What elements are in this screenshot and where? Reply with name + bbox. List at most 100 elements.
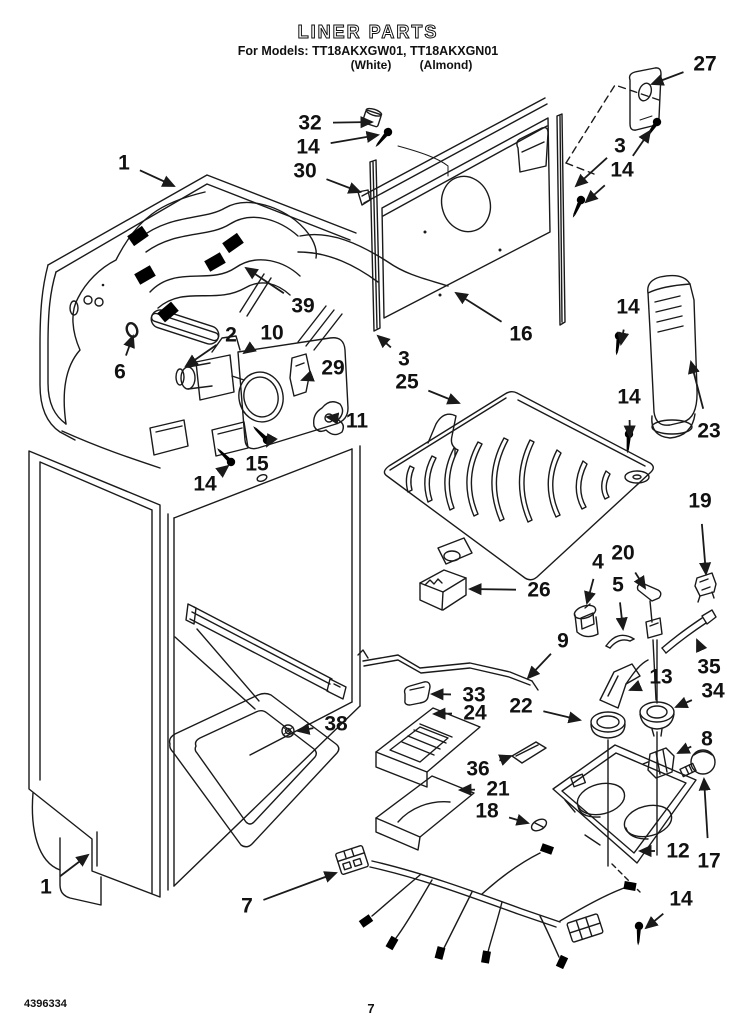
callout-label-20: 20 <box>611 542 634 565</box>
part-22-ring <box>590 711 626 739</box>
page-title: LINER PARTS <box>298 22 439 42</box>
part-39-wiring-harness <box>127 201 449 323</box>
callout-label-6: 6 <box>114 361 126 384</box>
callout-label-1: 1 <box>40 876 52 899</box>
callout-label-19: 19 <box>688 490 711 513</box>
callout-leader-1 <box>139 169 176 187</box>
callout-leader-1 <box>59 853 90 878</box>
callout-leader-14 <box>617 329 630 346</box>
callout-label-3: 3 <box>614 135 626 158</box>
callout-label-14: 14 <box>669 888 693 911</box>
callout-label-38: 38 <box>324 713 348 736</box>
callout-label-35: 35 <box>697 656 721 679</box>
callout-label-2: 2 <box>225 324 237 347</box>
callout-label-22: 22 <box>509 695 532 718</box>
callout-leader-13 <box>628 679 643 692</box>
callout-leader-29 <box>300 370 315 382</box>
part-5-clip <box>605 634 635 649</box>
callout-label-5: 5 <box>612 574 624 597</box>
color-variant-almond: (Almond) <box>420 58 473 72</box>
doc-number: 4396334 <box>24 998 68 1010</box>
part-13-bracket <box>599 659 649 709</box>
callout-leader-18 <box>508 813 530 826</box>
part-26-block <box>419 569 467 611</box>
callout-label-14: 14 <box>193 473 217 496</box>
callout-label-26: 26 <box>527 579 550 602</box>
callout-leader-9 <box>526 653 552 680</box>
callout-leader-20 <box>633 571 647 590</box>
part-21-duct-block <box>375 775 475 851</box>
part-16-evaporator-cover <box>357 97 587 332</box>
callout-leader-34 <box>674 696 693 709</box>
callout-leader-14 <box>215 464 230 478</box>
part-19-clip <box>694 572 717 603</box>
callout-leader-22 <box>543 710 582 724</box>
callout-label-39: 39 <box>291 295 314 318</box>
part-33-retainer <box>403 681 431 706</box>
callout-leader-16 <box>454 291 503 323</box>
callout-label-8: 8 <box>701 728 713 751</box>
callout-leader-8 <box>676 742 692 754</box>
part-25-deflector-panel <box>383 391 654 581</box>
callout-leader-35 <box>696 638 708 653</box>
models-line: For Models: TT18AKXGW01, TT18AKXGN01 <box>238 44 499 58</box>
part-17-light-bulb <box>679 749 716 778</box>
callout-leader-3 <box>376 334 392 349</box>
callout-label-34: 34 <box>701 680 725 703</box>
part-4-thermostat <box>573 603 599 638</box>
callout-label-36: 36 <box>466 758 489 781</box>
callout-leader-15 <box>266 433 278 448</box>
part-35-bracket <box>661 609 717 654</box>
callout-leader-aux <box>632 129 652 157</box>
callout-leader-32 <box>332 116 375 129</box>
part-34-funnel <box>639 701 675 737</box>
callout-leader-14 <box>330 130 380 145</box>
callout-label-14: 14 <box>616 296 640 319</box>
callout-leader-27 <box>650 71 684 86</box>
callout-label-13: 13 <box>649 666 672 689</box>
callout-label-16: 16 <box>509 323 532 346</box>
callout-leader-10 <box>242 341 257 355</box>
callout-leader-2 <box>184 344 218 368</box>
callout-label-25: 25 <box>395 371 419 394</box>
callout-leader-19 <box>699 523 712 577</box>
callout-leader-25 <box>427 389 461 405</box>
part-7-wiring-harness <box>335 843 637 970</box>
part-9-tube <box>357 649 539 691</box>
callout-label-24: 24 <box>463 702 487 725</box>
callout-label-4: 4 <box>592 551 604 574</box>
part-1-liner-cabinet <box>28 445 361 906</box>
callout-leader-14 <box>644 912 664 930</box>
callout-leader-38 <box>296 722 314 735</box>
callout-label-27: 27 <box>693 53 716 76</box>
part-18-grommet <box>530 818 548 832</box>
callout-leader-17 <box>698 776 711 839</box>
callout-label-11: 11 <box>346 410 369 433</box>
callout-label-17: 17 <box>697 850 720 873</box>
callout-label-30: 30 <box>293 160 316 183</box>
part-23-air-duct <box>612 274 698 454</box>
callout-label-32: 32 <box>298 112 321 135</box>
callout-label-15: 15 <box>245 453 269 476</box>
callout-leader-5 <box>615 602 628 632</box>
callout-leader-7 <box>263 871 338 901</box>
callout-leader-36 <box>498 754 513 766</box>
callout-label-10: 10 <box>260 322 283 345</box>
callout-label-7: 7 <box>241 895 253 918</box>
part-36-shield <box>511 741 547 764</box>
callout-label-33: 33 <box>462 684 485 707</box>
page-number: 7 <box>367 1001 374 1016</box>
callout-leader-4 <box>584 578 596 605</box>
callout-leader-30 <box>326 178 362 194</box>
callout-label-1: 1 <box>118 152 130 175</box>
diagram-artwork <box>28 67 717 970</box>
part-24-duct-block <box>375 707 481 788</box>
callout-leader-26 <box>467 583 517 596</box>
callout-label-14: 14 <box>610 159 634 182</box>
callout-leader-39 <box>244 266 285 294</box>
callout-label-18: 18 <box>475 800 499 823</box>
part-14-screw-bottom <box>633 921 644 946</box>
